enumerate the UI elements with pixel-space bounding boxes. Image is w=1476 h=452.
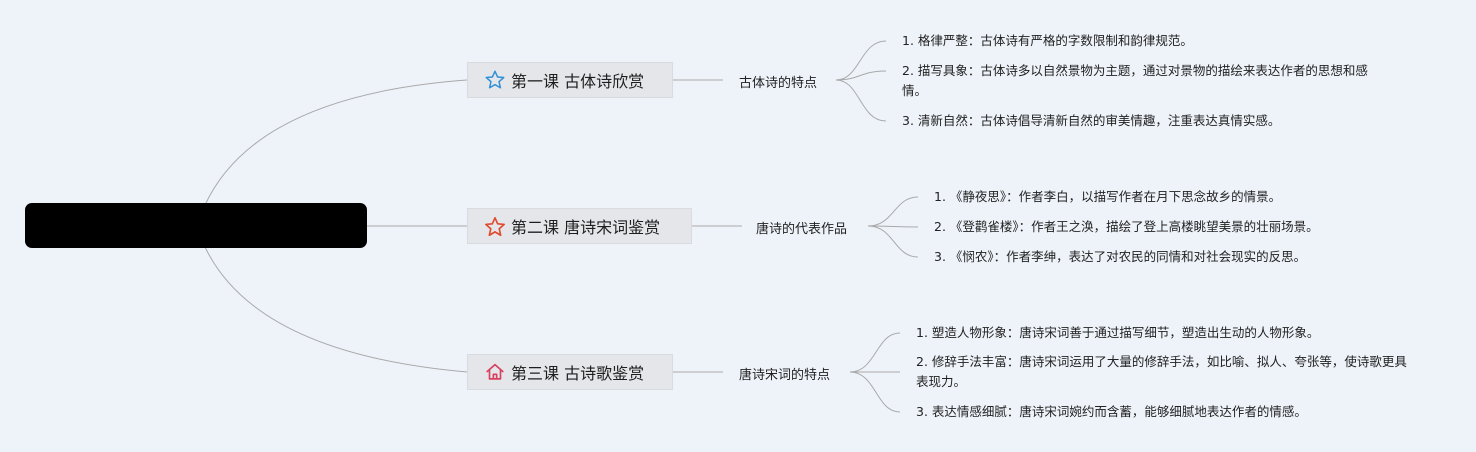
topic-node-1[interactable]: 古体诗的特点 xyxy=(739,76,818,91)
link-topic-3-point-1 xyxy=(849,332,901,373)
topic-node-3[interactable]: 唐诗宋词的特点 xyxy=(739,368,831,383)
link-topic-1-point-3 xyxy=(835,79,887,122)
point-2-2[interactable]: 2. 《登鹳雀楼》：作者王之涣，描绘了登上高楼眺望美景的壮丽场景。 xyxy=(934,219,1319,234)
link-topic-2-point-1 xyxy=(867,196,919,227)
link-root-lesson-3 xyxy=(204,246,468,373)
point-2-3[interactable]: 3. 《悯农》：作者李绅，表达了对农民的同情和对社会现实的反思。 xyxy=(934,249,1307,264)
lesson-title: 第一课 古体诗欣赏 xyxy=(511,72,645,91)
star-outline-icon xyxy=(484,69,506,91)
point-3-1[interactable]: 1. 塑造人物形象：唐诗宋词善于通过描写细节，塑造出生动的人物形象。 xyxy=(916,325,1320,340)
link-topic-1-point-2 xyxy=(835,70,887,81)
topic-node-2[interactable]: 唐诗的代表作品 xyxy=(756,222,848,237)
point-1-2[interactable]: 2. 描写具象：古体诗多以自然景物为主题，通过对景物的描绘来表达作者的思想和感情… xyxy=(902,63,1368,98)
point-3-3[interactable]: 3. 表达情感细腻：唐诗宋词婉约而含蓄，能够细腻地表达作者的情感。 xyxy=(916,404,1307,419)
lesson-node-3[interactable]: 第三课 古诗歌鉴赏 xyxy=(467,354,673,390)
link-root-lesson-1 xyxy=(204,79,468,206)
lesson-node-2[interactable]: 第二课 唐诗宋词鉴赏 xyxy=(467,208,692,244)
lesson-title: 第二课 唐诗宋词鉴赏 xyxy=(511,218,661,237)
lesson-node-1[interactable]: 第一课 古体诗欣赏 xyxy=(467,62,673,98)
point-3-2[interactable]: 2. 修辞手法丰富：唐诗宋词运用了大量的修辞手法，如比喻、拟人、夸张等，使诗歌更… xyxy=(916,354,1407,389)
link-topic-2-point-3 xyxy=(867,225,919,258)
star-icon xyxy=(484,215,506,237)
lesson-title: 第三课 古诗歌鉴赏 xyxy=(511,364,645,383)
link-topic-1-point-1 xyxy=(835,40,887,81)
link-topic-3-point-3 xyxy=(849,371,901,413)
point-2-1[interactable]: 1. 《静夜思》：作者李白，以描写作者在月下思念故乡的情景。 xyxy=(934,189,1282,204)
point-1-1[interactable]: 1. 格律严整：古体诗有严格的字数限制和韵律规范。 xyxy=(902,33,1193,48)
root-node[interactable] xyxy=(25,203,367,248)
link-topic-2-point-2 xyxy=(867,225,919,228)
home-icon xyxy=(484,361,506,383)
point-1-3[interactable]: 3. 清新自然：古体诗倡导清新自然的审美情趣，注重表达真情实感。 xyxy=(902,113,1281,128)
